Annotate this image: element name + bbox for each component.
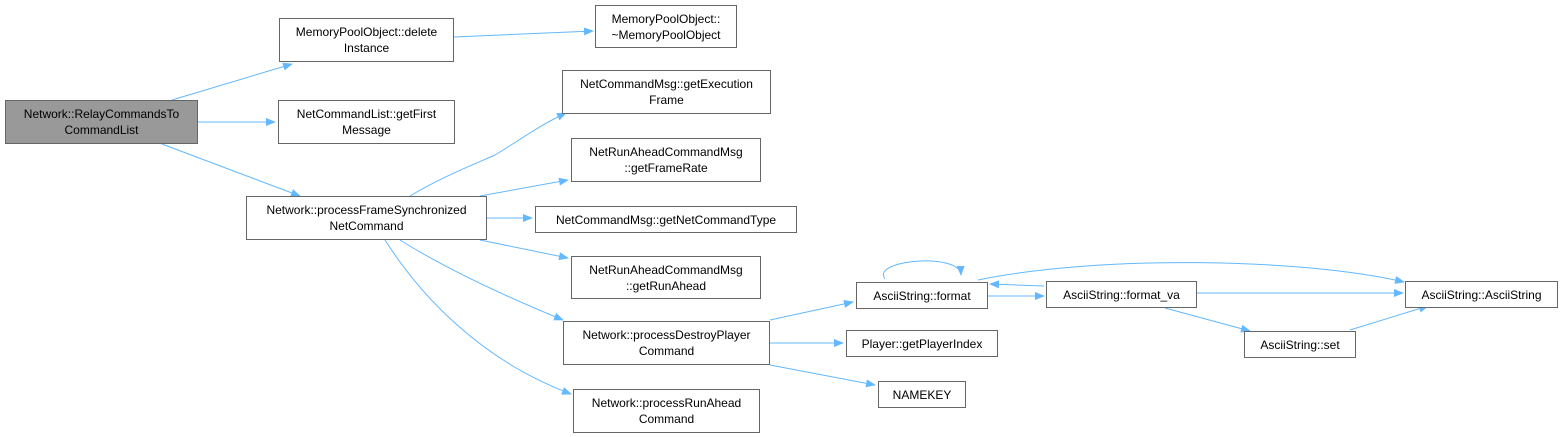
node-net-run-ahead-command-msg-get-frame-rate[interactable]: NetRunAheadCommandMsg ::getFrameRate: [571, 138, 761, 182]
node-process-frame-synchronized-net-command[interactable]: Network::processFrameSynchronized NetCom…: [246, 196, 487, 240]
node-process-destroy-player-command[interactable]: Network::processDestroyPlayer Command: [563, 321, 770, 365]
node-label-line-1: NetCommandList::getFirst: [296, 107, 437, 121]
node-label-line-2: ::getRunAhead: [625, 278, 707, 293]
node-label-line-1: NetRunAheadCommandMsg: [589, 262, 743, 277]
edge-pfsn-to-get-run-ahead: [479, 239, 569, 261]
node-ascii-string-constructor[interactable]: AsciiString::AsciiString: [1405, 281, 1558, 308]
node-net-command-msg-get-execution-frame[interactable]: NetCommandMsg::getExecution Frame: [562, 70, 771, 114]
edge-pfsn-to-get-frame-rate: [479, 177, 569, 197]
edge-pfsn-to-get-execution-frame: [409, 112, 567, 197]
node-label-line-2: Frame: [649, 93, 684, 107]
edge-relay-to-process-frame-synchronized: [161, 143, 301, 197]
edge-pfsn-to-process-destroy-player: [399, 239, 564, 321]
edge-pdp-to-namekey: [769, 364, 876, 388]
node-label-line-1: AsciiString::AsciiString: [1421, 287, 1542, 302]
node-label-line-1: Player::getPlayerIndex: [861, 336, 983, 351]
node-label-line-1: MemoryPoolObject::: [611, 11, 721, 26]
node-memory-pool-object-destructor[interactable]: MemoryPoolObject:: ~MemoryPoolObject: [595, 5, 737, 48]
node-ascii-string-format-va[interactable]: AsciiString::format_va: [1046, 281, 1197, 308]
node-net-run-ahead-command-msg-get-run-ahead[interactable]: NetRunAheadCommandMsg ::getRunAhead: [571, 256, 761, 299]
edge-pfsn-to-process-run-ahead: [384, 239, 572, 395]
node-label-line-1: Network::processFrameSynchronized: [266, 203, 467, 217]
node-process-run-ahead-command[interactable]: Network::processRunAhead Command: [573, 389, 760, 433]
node-memory-pool-object-delete-instance[interactable]: MemoryPoolObject::delete Instance: [279, 18, 454, 62]
node-label-line-2: Command: [638, 344, 695, 358]
edge-pdp-to-format: [769, 299, 854, 321]
edge-delete-instance-to-destructor: [453, 27, 594, 38]
node-label-line-1: AsciiString::format: [873, 288, 971, 303]
node-label-line-2: Command: [638, 412, 695, 426]
node-label-line-1: NetCommandMsg::getNetCommandType: [555, 212, 777, 227]
node-label-line-1: Network::processDestroyPlayer: [582, 328, 751, 342]
edge-format-self-loop: [882, 260, 965, 280]
node-ascii-string-set[interactable]: AsciiString::set: [1244, 331, 1356, 358]
node-relay-commands-to-command-list[interactable]: Network::RelayCommandsTo CommandList: [5, 100, 198, 144]
node-label-line-2: Instance: [343, 41, 390, 55]
node-label-line-1: NetRunAheadCommandMsg: [589, 145, 743, 159]
edge-relay-to-delete-instance: [171, 62, 293, 101]
node-label-line-1: Network::processRunAhead: [591, 396, 742, 410]
node-net-command-msg-get-net-command-type[interactable]: NetCommandMsg::getNetCommandType: [535, 206, 797, 233]
edge-format-to-ascii-string: [977, 262, 1405, 284]
node-label-line-2: CommandList: [64, 123, 139, 137]
node-label-line-2: Message: [342, 123, 391, 137]
node-player-get-player-index[interactable]: Player::getPlayerIndex: [846, 330, 998, 357]
node-label-line-1: Network::RelayCommandsTo: [23, 107, 180, 121]
node-label-line-1: NetCommandMsg::getExecution: [580, 77, 753, 91]
node-label-line-1: NAMEKEY: [892, 387, 952, 402]
node-label-line-1: AsciiString::set: [1260, 337, 1340, 352]
node-label-line-2: NetCommand: [329, 219, 404, 233]
node-label-line-2: ::getFrameRate: [624, 161, 708, 175]
edge-set-to-ascii-string: [1349, 304, 1429, 331]
edge-format-va-to-format: [989, 280, 1045, 289]
node-ascii-string-format[interactable]: AsciiString::format: [856, 282, 988, 309]
node-label-line-1: AsciiString::format_va: [1063, 287, 1180, 302]
node-net-command-list-get-first-message[interactable]: NetCommandList::getFirst Message: [278, 100, 455, 144]
node-label-line-1: MemoryPoolObject::delete: [295, 25, 438, 39]
node-label-line-2: ~MemoryPoolObject: [611, 27, 721, 42]
node-namekey[interactable]: NAMEKEY: [878, 381, 966, 408]
edge-format-va-to-set: [1164, 307, 1251, 333]
